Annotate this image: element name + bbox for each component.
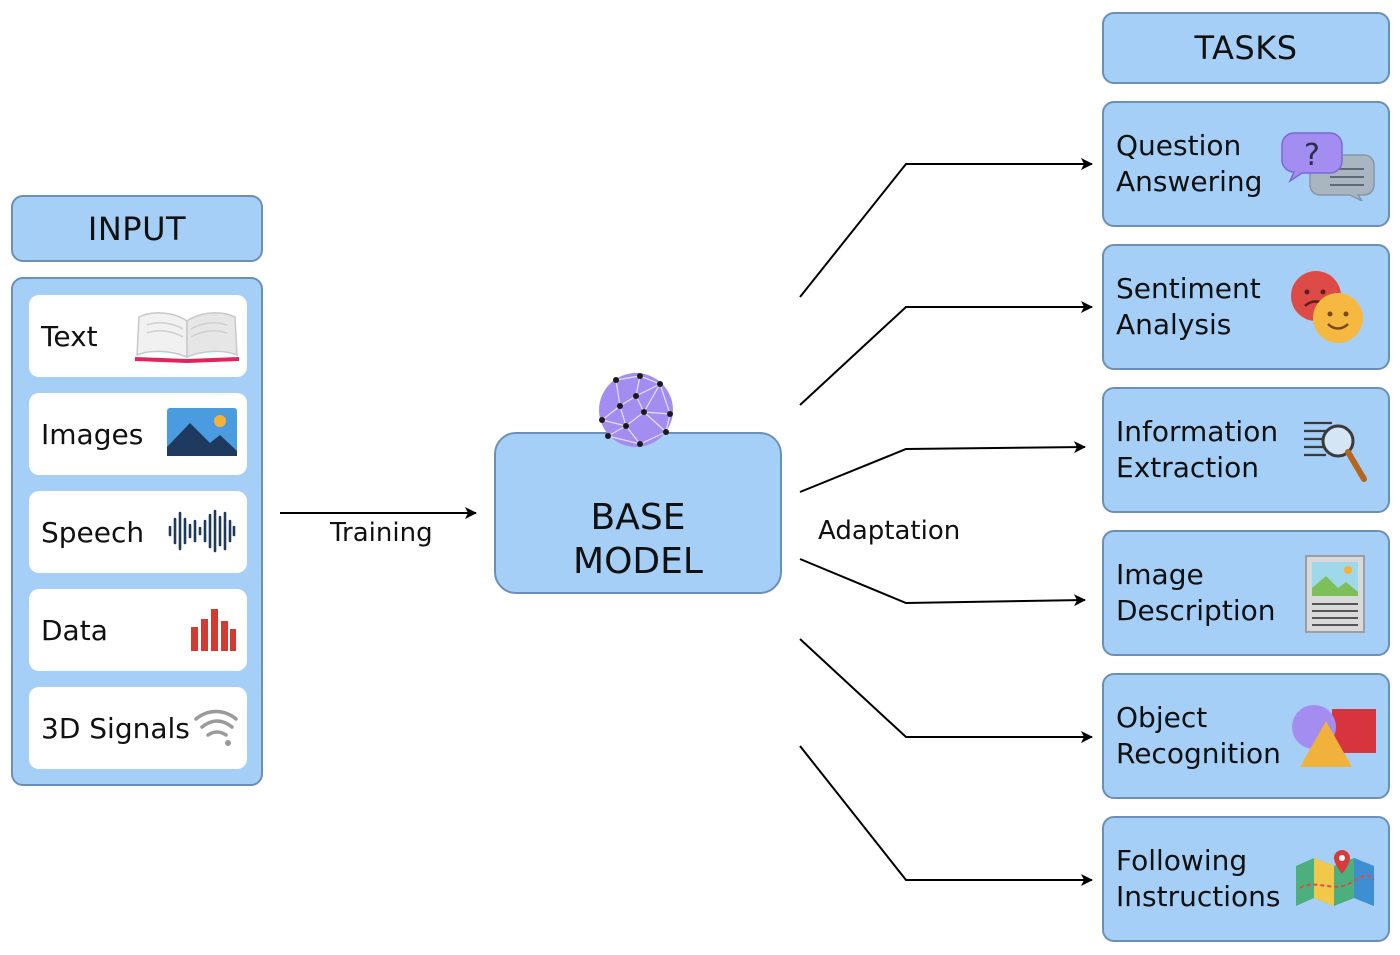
base-model-title: BASE MODEL <box>496 496 780 584</box>
input-item-label: Speech <box>41 515 145 549</box>
input-item-label: Text <box>41 319 98 353</box>
input-item-3d-signals: 3D Signals <box>29 687 247 769</box>
sad-happy-faces-icon <box>1291 271 1363 343</box>
neural-network-globe-icon <box>599 373 673 447</box>
task-label-line1: Question <box>1116 129 1242 162</box>
task-image-description: Image Description <box>1102 530 1390 656</box>
task-label-line2: Analysis <box>1116 308 1232 341</box>
input-item-text: Text <box>29 295 247 377</box>
input-panel: Text Images Speech <box>11 277 263 786</box>
task-label-line2: Extraction <box>1116 451 1259 484</box>
signal-waves-icon <box>194 709 238 746</box>
base-model-line1: BASE <box>590 497 686 538</box>
task-label-line2: Recognition <box>1116 737 1281 770</box>
adaptation-arrow-instructions <box>799 745 1093 886</box>
task-label-line1: Object <box>1116 701 1208 734</box>
task-label: Following Instructions <box>1116 818 1280 940</box>
question-speech-bubbles-icon: ? <box>1281 132 1375 201</box>
adaptation-label: Adaptation <box>818 516 961 546</box>
adaptation-arrow-extraction <box>799 441 1086 493</box>
task-question-answering: Question Answering ? <box>1102 101 1390 227</box>
task-label: Question Answering <box>1116 103 1262 225</box>
task-object-recognition: Object Recognition <box>1102 673 1390 799</box>
task-label: Image Description <box>1116 532 1275 654</box>
task-label-line2: Answering <box>1116 165 1263 198</box>
picture-document-icon <box>1305 555 1365 633</box>
svg-text:?: ? <box>1304 138 1320 173</box>
input-item-label: Data <box>41 613 108 647</box>
adaptation-arrow-sentiment <box>799 301 1093 406</box>
input-item-images: Images <box>29 393 247 475</box>
tasks-title: TASKS <box>1194 29 1298 67</box>
training-label: Training <box>330 518 433 548</box>
tasks-header: TASKS <box>1102 12 1390 84</box>
task-label-line1: Following <box>1116 844 1248 877</box>
task-label: Sentiment Analysis <box>1116 246 1261 368</box>
adaptation-arrow-recognition <box>799 638 1093 743</box>
input-title: INPUT <box>87 209 187 248</box>
base-model-line2: MODEL <box>573 541 703 582</box>
task-label-line1: Image <box>1116 558 1204 591</box>
adaptation-arrow-qa <box>799 158 1093 298</box>
task-information-extraction: Information Extraction <box>1102 387 1390 513</box>
task-label: Object Recognition <box>1116 675 1281 797</box>
task-label-line2: Description <box>1116 594 1276 627</box>
task-following-instructions: Following Instructions <box>1102 816 1390 942</box>
task-label-line1: Information <box>1116 415 1279 448</box>
task-label-line1: Sentiment <box>1116 272 1261 305</box>
sound-wave-icon <box>168 509 236 553</box>
map-pin-icon <box>1296 850 1375 906</box>
document-magnifier-icon <box>1304 421 1367 482</box>
input-item-label: Images <box>41 417 144 451</box>
shapes-icon <box>1292 705 1376 767</box>
landscape-image-icon <box>167 408 237 456</box>
task-label: Information Extraction <box>1116 389 1278 511</box>
bar-chart-icon <box>191 609 236 651</box>
base-model-box: BASE MODEL <box>494 432 782 594</box>
open-book-icon <box>135 312 239 363</box>
task-label-line2: Instructions <box>1116 880 1281 913</box>
adaptation-arrow-description <box>799 558 1086 607</box>
input-item-speech: Speech <box>29 491 247 573</box>
input-item-label: 3D Signals <box>41 711 190 745</box>
input-header: INPUT <box>11 195 263 262</box>
input-item-data: Data <box>29 589 247 671</box>
task-sentiment-analysis: Sentiment Analysis <box>1102 244 1390 370</box>
